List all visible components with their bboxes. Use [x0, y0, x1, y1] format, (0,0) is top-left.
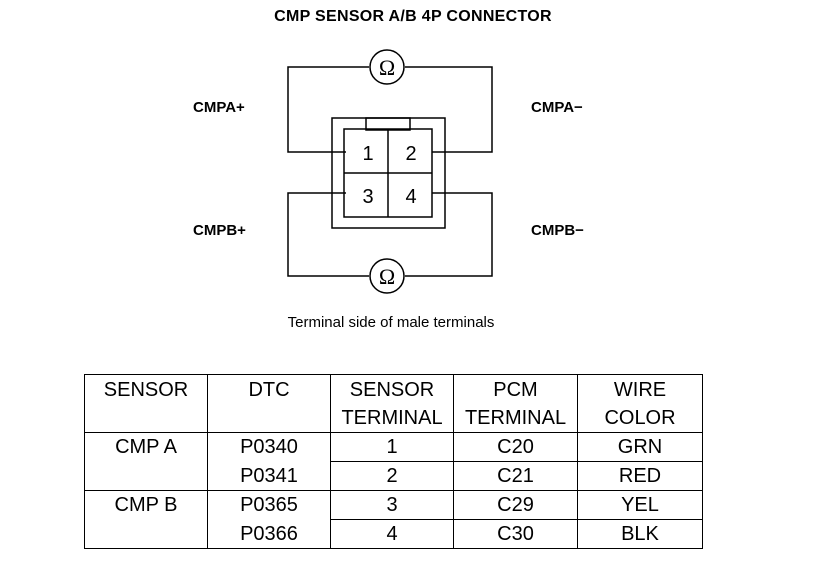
wire-color-cell: GRN [577, 432, 703, 462]
dtc-cell: P0340 [207, 432, 331, 462]
top-ohm-symbol: Ω [379, 55, 395, 80]
table-row: P0366 4 C30 BLK [85, 519, 703, 549]
table-row: CMP A P0340 1 C20 GRN [84, 432, 703, 491]
bottom-ohmmeter-icon [369, 258, 405, 294]
pcm-terminal-cell: C29 [453, 490, 578, 520]
pcm-terminal-cell: C30 [453, 519, 578, 549]
top-meter-circuit [287, 49, 493, 153]
sensor-cell: CMP B [84, 490, 208, 549]
terminal-2: 2 [405, 143, 416, 165]
top-ohmmeter-icon [369, 49, 405, 85]
sensor-terminal-cell: 3 [330, 490, 454, 520]
diagram-caption: Terminal side of male terminals [287, 314, 495, 331]
top-wire-left [287, 66, 369, 153]
bottom-wire-left [287, 192, 369, 277]
terminal-3: 3 [362, 186, 373, 208]
connector-body [331, 117, 446, 229]
terminal-1: 1 [362, 143, 373, 165]
label-cmpa-minus: CMPA− [531, 99, 583, 116]
wire-color-cell: YEL [577, 490, 703, 520]
dtc-cell: P0366 [207, 519, 331, 549]
pcm-terminal-cell: C20 [453, 432, 578, 462]
label-cmpb-plus: CMPB+ [193, 222, 246, 239]
label-cmpb-minus: CMPB− [531, 222, 584, 239]
dtc-cell: P0341 [207, 461, 331, 491]
sensor-terminal-cell: 4 [330, 519, 454, 549]
header-sensor: SENSOR [84, 374, 208, 433]
pcm-terminal-cell: C21 [453, 461, 578, 491]
table-row: CMP B P0365 3 C29 YEL [84, 490, 703, 549]
bottom-meter-circuit [287, 192, 493, 294]
terminal-4: 4 [405, 186, 416, 208]
sensor-terminal-cell: 1 [330, 432, 454, 462]
bottom-ohm-symbol: Ω [379, 264, 395, 289]
top-wire-right [405, 66, 493, 153]
wire-color-cell: BLK [577, 519, 703, 549]
dtc-cell: P0365 [207, 490, 331, 520]
connector-lock-tab [365, 117, 411, 131]
wire-color-cell: RED [577, 461, 703, 491]
diagram-title: CMP SENSOR A/B 4P CONNECTOR [274, 8, 552, 25]
sensor-cell: CMP A [84, 432, 208, 491]
bottom-wire-right [405, 192, 493, 277]
header-dtc: DTC [207, 374, 331, 433]
sensor-terminal-cell: 2 [330, 461, 454, 491]
label-cmpa-plus: CMPA+ [193, 99, 245, 116]
table-row: P0341 2 C21 RED [85, 461, 703, 491]
